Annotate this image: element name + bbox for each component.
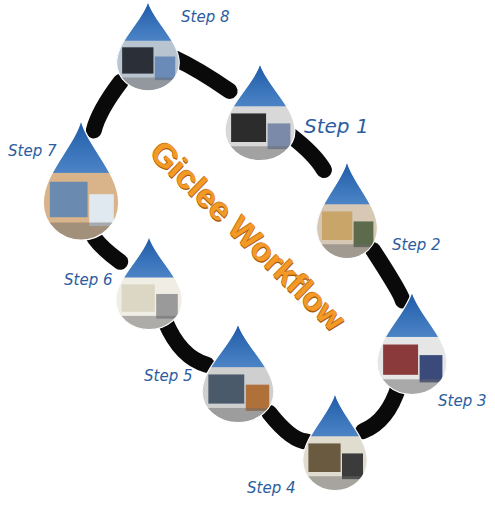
step-label: Step 4	[247, 479, 295, 497]
drop-picture	[314, 160, 380, 260]
water-drop: Step 4	[300, 392, 370, 492]
loop-segment	[165, 321, 207, 364]
drop-picture	[113, 235, 185, 331]
loop-segment	[290, 135, 324, 170]
step-label: Step 6	[64, 271, 112, 289]
water-drop: Step 2	[314, 160, 380, 260]
step-label: Step 7	[8, 142, 56, 160]
step-label: Step 3	[438, 392, 486, 410]
drop-picture	[374, 290, 450, 396]
drop-picture	[222, 62, 298, 162]
water-drop: Step 8	[114, 0, 182, 92]
drop-picture	[40, 118, 122, 242]
loop-segment	[373, 250, 403, 301]
drop-picture	[114, 0, 182, 92]
loop-segment	[94, 82, 121, 131]
loop-segment	[363, 385, 399, 431]
step-label: Step 8	[181, 8, 229, 26]
loop-segment	[269, 413, 307, 442]
drop-picture	[199, 322, 277, 424]
loop-segment	[175, 59, 229, 91]
water-drop: Step 1	[222, 62, 298, 162]
water-drop: Step 6	[113, 235, 185, 331]
water-drop: Step 3	[374, 290, 450, 396]
step-label: Step 5	[144, 367, 192, 385]
water-drop: Step 5	[199, 322, 277, 424]
water-drop: Step 7	[40, 118, 122, 242]
drop-picture	[300, 392, 370, 492]
step-label: Step 1	[304, 114, 369, 138]
step-label: Step 2	[392, 236, 440, 254]
